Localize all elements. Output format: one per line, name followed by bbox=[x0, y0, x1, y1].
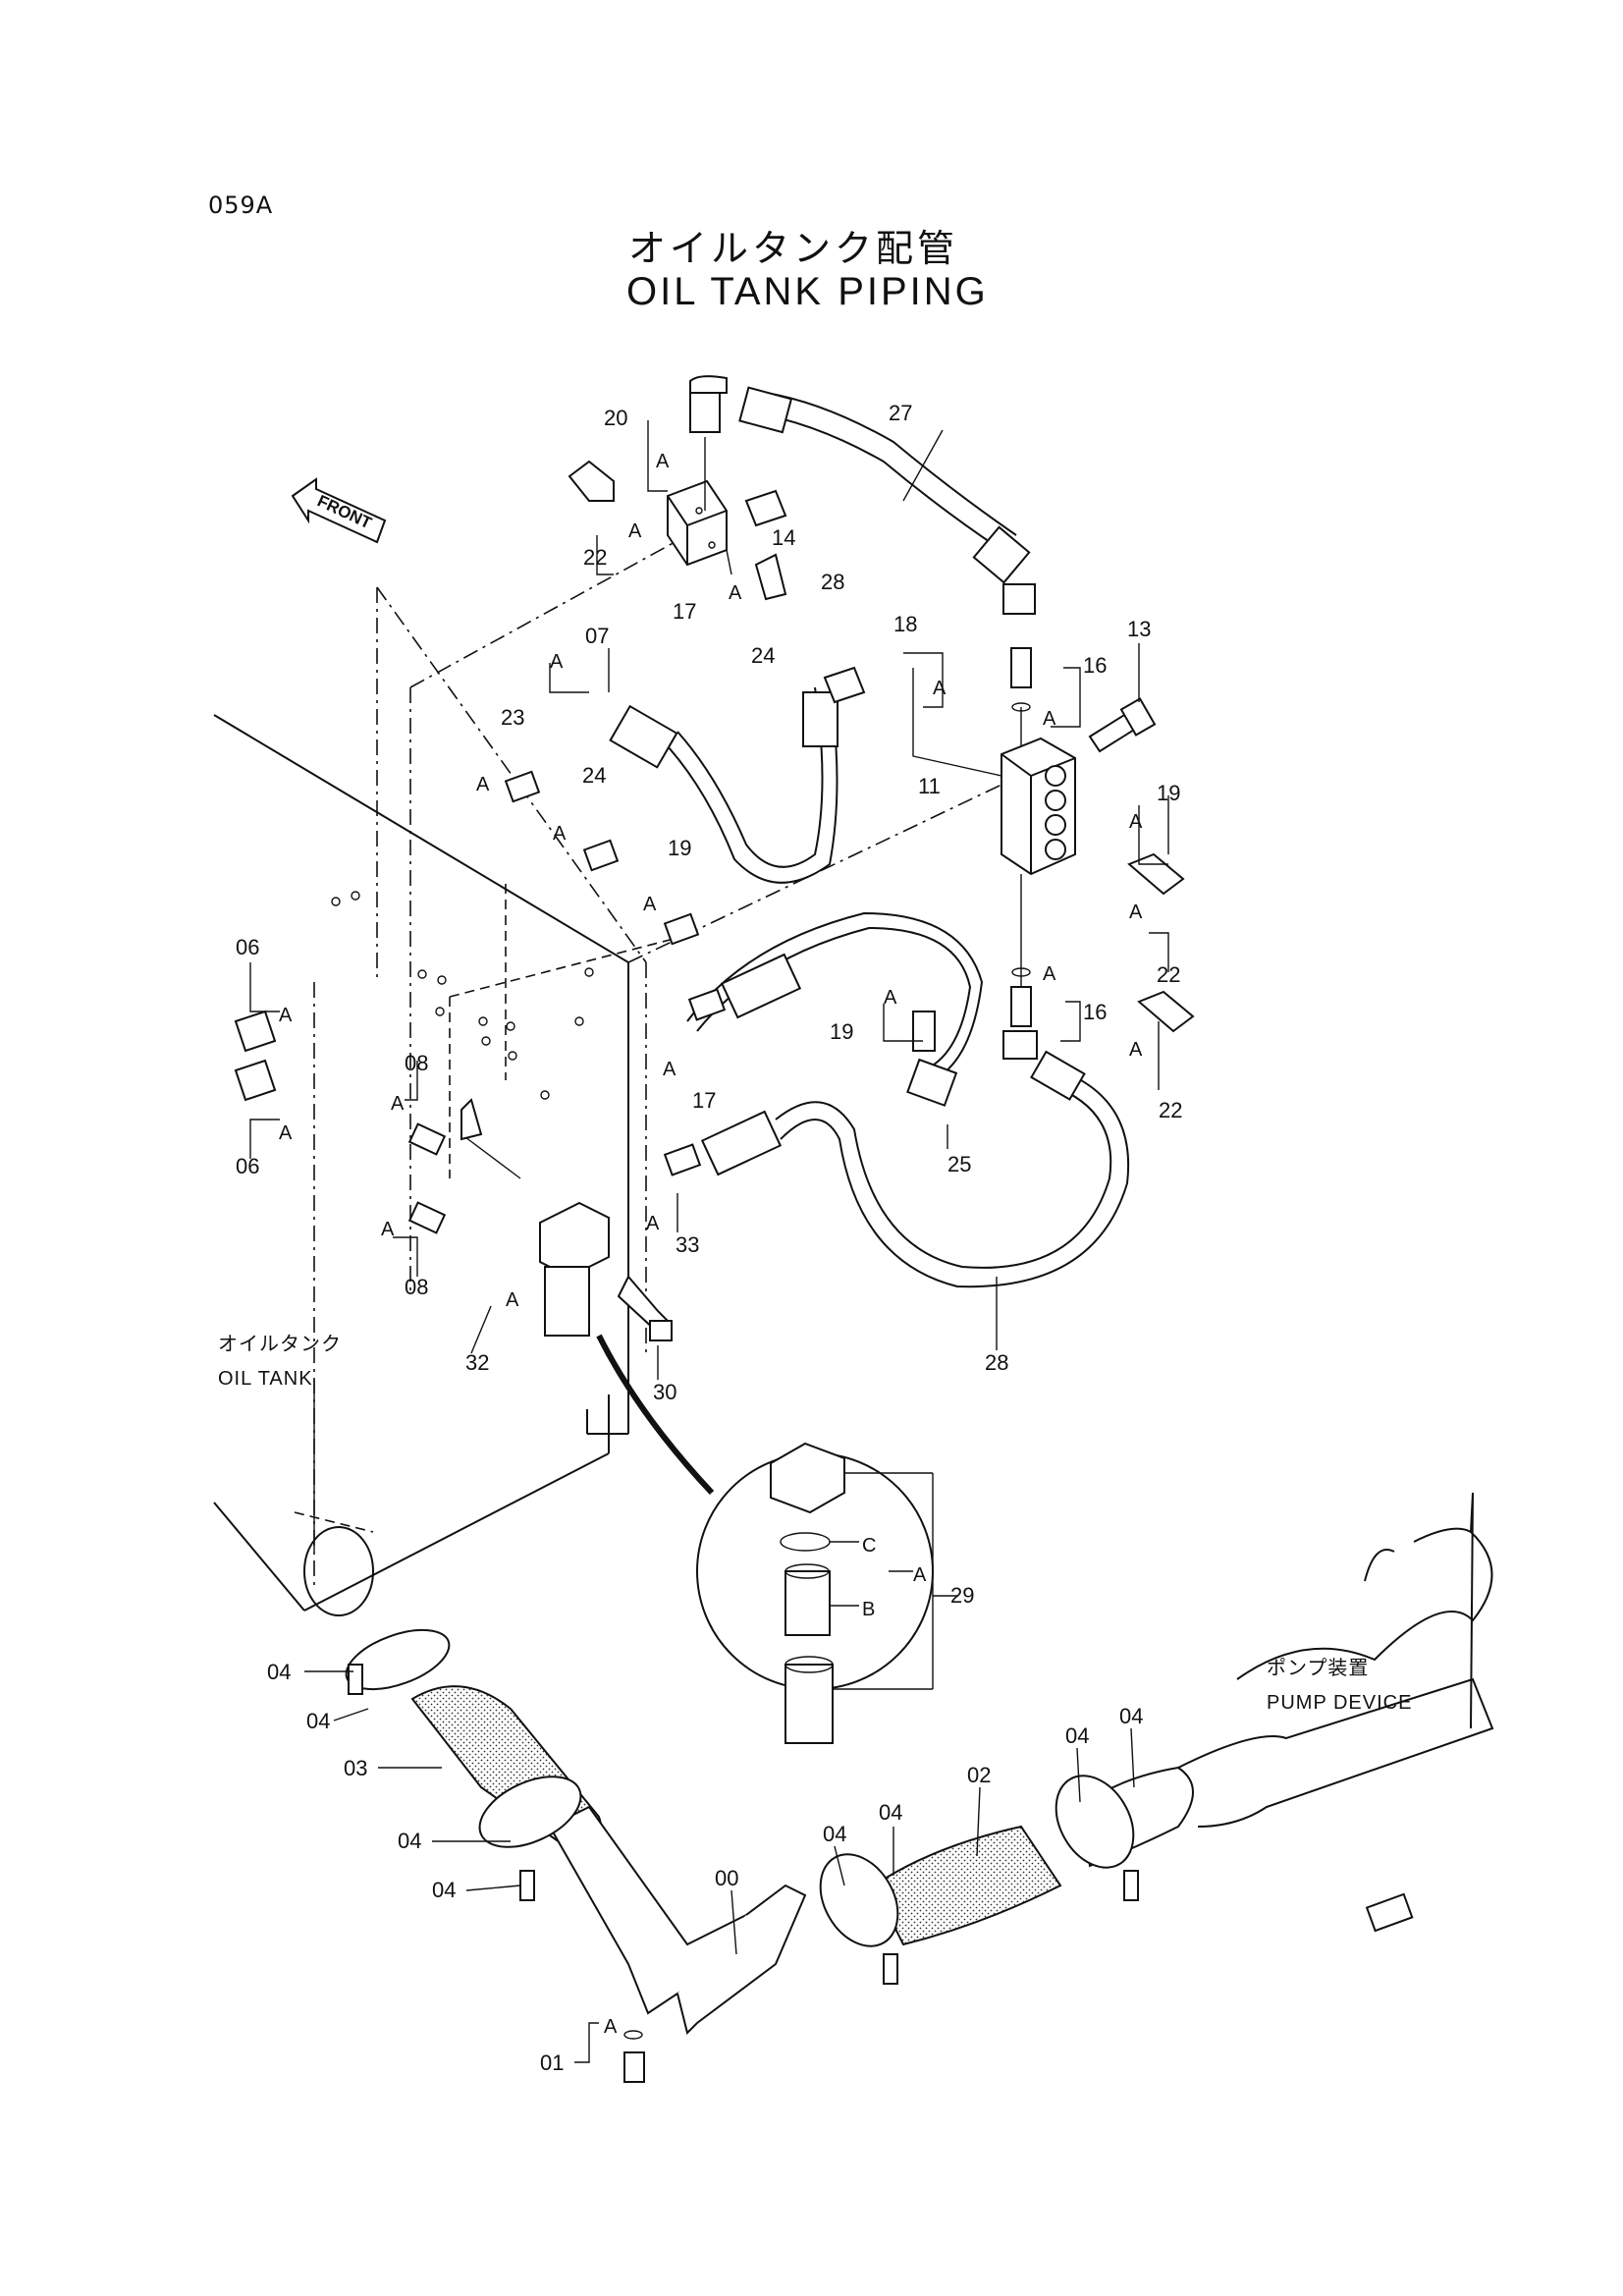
group-letter: A bbox=[553, 823, 567, 845]
group-letter: A bbox=[1043, 963, 1056, 985]
group-letter: A bbox=[279, 1005, 293, 1026]
group-letter-labels: A A A A A A A A A A A A A A A A A A A A … bbox=[279, 451, 1143, 2038]
mount-holes bbox=[331, 891, 594, 1100]
callout-notes: オイルタンク OIL TANK ポンプ装置 PUMP DEVICE bbox=[218, 1333, 1412, 1714]
group-letter: A bbox=[729, 582, 742, 604]
part-label: 20 bbox=[604, 406, 627, 430]
group-letter: A bbox=[643, 894, 657, 915]
part-label: 02 bbox=[967, 1763, 991, 1787]
group-letter: A bbox=[1043, 708, 1056, 730]
part-label: 04 bbox=[306, 1709, 330, 1733]
hose-clamps bbox=[345, 1628, 1139, 1985]
hose-26 bbox=[738, 386, 1036, 615]
group-letter: A bbox=[391, 1093, 405, 1115]
part-label: 27 bbox=[889, 401, 912, 425]
part-label: 08 bbox=[405, 1051, 428, 1075]
front-arrow-icon: FRONT bbox=[291, 477, 387, 544]
group-letter: A bbox=[381, 1219, 395, 1240]
part-label: 30 bbox=[653, 1380, 676, 1404]
pump-device-label-jp: ポンプ装置 bbox=[1267, 1657, 1369, 1679]
part-label: 14 bbox=[772, 525, 795, 550]
part-label: 25 bbox=[947, 1152, 971, 1176]
part-label: 03 bbox=[344, 1756, 367, 1780]
hose-28 bbox=[700, 1050, 1130, 1288]
part-label: 07 bbox=[585, 624, 609, 648]
part-label: 32 bbox=[465, 1350, 489, 1375]
page-title: OIL TANK PIPING bbox=[626, 270, 989, 313]
part-label: 18 bbox=[893, 612, 917, 636]
hose-27 bbox=[609, 666, 866, 884]
group-letter: A bbox=[628, 520, 642, 542]
suction-pipe bbox=[410, 1492, 1494, 2035]
part-label: 33 bbox=[676, 1232, 699, 1257]
group-letter: A bbox=[550, 651, 564, 673]
middle-fittings bbox=[504, 770, 1195, 1176]
group-letter: A bbox=[1129, 811, 1143, 833]
pump-device-label: PUMP DEVICE bbox=[1267, 1692, 1412, 1714]
group-letter: B bbox=[862, 1599, 875, 1620]
group-letter: C bbox=[862, 1535, 876, 1557]
group-letter: A bbox=[913, 1564, 927, 1586]
filter-detail-inset bbox=[596, 1334, 957, 1744]
oil-tank-body bbox=[213, 534, 1042, 1616]
fitting-16-lower bbox=[1002, 967, 1038, 1060]
part-label: 19 bbox=[668, 836, 691, 860]
part-label: 04 bbox=[823, 1822, 846, 1846]
part-label: 06 bbox=[236, 935, 259, 959]
page-title-japanese: オイルタンク配管 bbox=[628, 227, 959, 270]
left-fittings bbox=[234, 1010, 483, 1234]
group-letter: A bbox=[279, 1122, 293, 1144]
part-label: 04 bbox=[879, 1800, 902, 1825]
part-label: 24 bbox=[751, 643, 775, 668]
group-letter: A bbox=[663, 1059, 676, 1080]
part-label: 28 bbox=[821, 570, 844, 594]
part-label: 24 bbox=[582, 763, 606, 788]
part-label: 28 bbox=[985, 1350, 1008, 1375]
part-label: 17 bbox=[692, 1088, 716, 1113]
fitting-16-upper bbox=[1010, 647, 1032, 712]
part-label: 11 bbox=[918, 774, 941, 798]
part-label: 22 bbox=[583, 545, 607, 570]
group-letter: A bbox=[1129, 902, 1143, 923]
drain-plug-01 bbox=[623, 2030, 645, 2083]
group-letter: A bbox=[646, 1213, 660, 1234]
group-letter: A bbox=[476, 774, 490, 795]
group-letter: A bbox=[604, 2016, 618, 2038]
part-label: 04 bbox=[432, 1878, 456, 1902]
part-label: 00 bbox=[715, 1866, 738, 1890]
part-label: 04 bbox=[267, 1660, 291, 1684]
part-label: 08 bbox=[405, 1275, 428, 1299]
group-letter: A bbox=[506, 1289, 519, 1311]
part-label: 19 bbox=[830, 1019, 853, 1044]
part-label: 13 bbox=[1127, 617, 1151, 641]
group-letter: A bbox=[933, 678, 947, 699]
part-number-labels: 20 27 14 22 17 24 28 13 07 18 16 11 23 2… bbox=[236, 401, 1182, 2075]
part-label: 22 bbox=[1159, 1098, 1182, 1122]
part-label: 04 bbox=[398, 1829, 421, 1853]
document-code: 059A bbox=[208, 191, 274, 219]
part-label: 06 bbox=[236, 1154, 259, 1178]
part-label: 16 bbox=[1083, 653, 1107, 678]
manifold-block-14 bbox=[568, 375, 787, 601]
part-label: 29 bbox=[950, 1583, 974, 1608]
oil-tank-label: OIL TANK bbox=[218, 1368, 313, 1390]
manifold-block-11 bbox=[1001, 707, 1076, 997]
group-letter: A bbox=[1129, 1039, 1143, 1061]
bolt-12 bbox=[1088, 697, 1157, 753]
filter-assembly bbox=[460, 1133, 673, 1341]
part-label: 23 bbox=[501, 705, 524, 730]
part-label: 04 bbox=[1065, 1723, 1089, 1748]
part-label: 04 bbox=[1119, 1704, 1143, 1728]
part-label: 01 bbox=[540, 2050, 564, 2075]
group-letter: A bbox=[656, 451, 670, 472]
group-letter: A bbox=[884, 987, 897, 1009]
part-label: 16 bbox=[1083, 1000, 1107, 1024]
oil-tank-label-jp: オイルタンク bbox=[218, 1333, 342, 1355]
hose-25 bbox=[686, 911, 984, 1107]
part-label: 17 bbox=[673, 599, 696, 624]
leader-lines bbox=[249, 420, 1169, 2063]
